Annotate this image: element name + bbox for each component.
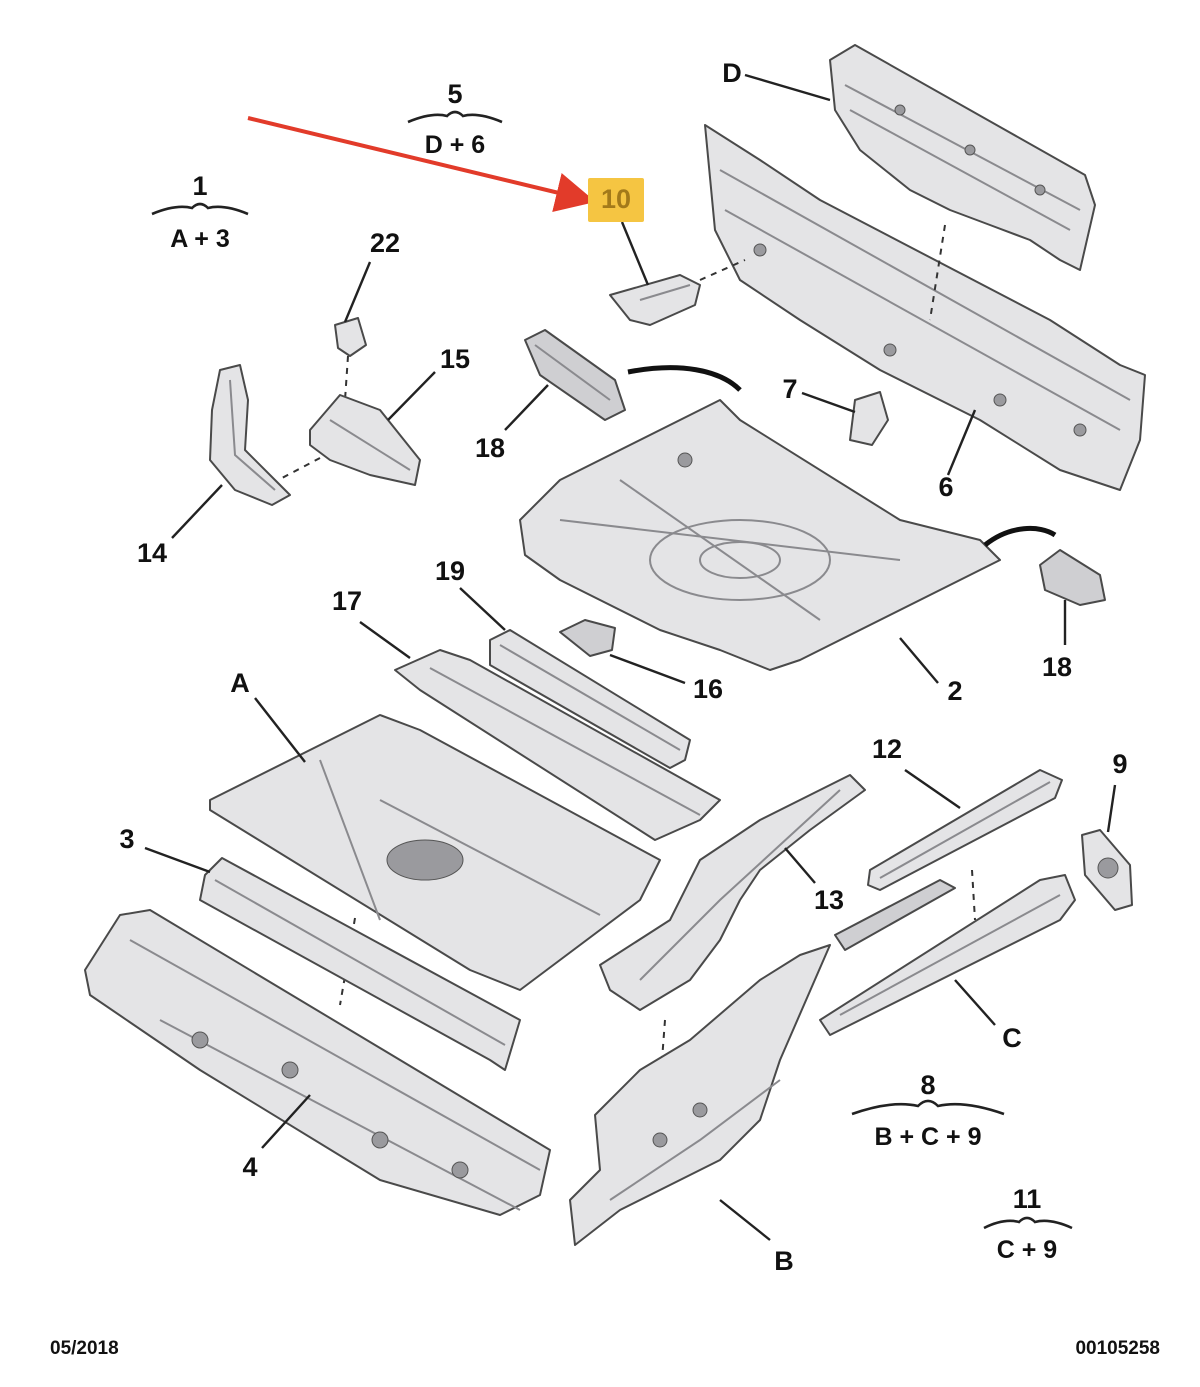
part-7-bracket bbox=[849, 391, 889, 446]
label-19: 19 bbox=[435, 556, 465, 586]
part-b-rear-sill bbox=[569, 944, 831, 1246]
assembly-1-parts: A + 3 bbox=[170, 225, 230, 253]
dash-12-c bbox=[971, 869, 976, 921]
label-18-upper: 18 bbox=[475, 433, 505, 463]
assembly-11: 11 C + 9 bbox=[983, 1184, 1073, 1264]
footer-date: 05/2018 bbox=[50, 1338, 119, 1359]
label-15: 15 bbox=[440, 344, 470, 374]
part-3-crossmember bbox=[199, 857, 521, 1071]
curve-arrow-18a bbox=[627, 365, 742, 392]
label-7: 7 bbox=[782, 374, 797, 404]
part-d-rear-upper-panel bbox=[829, 44, 1096, 271]
part-16-bracket bbox=[559, 619, 616, 657]
part-4-seat-crossmember bbox=[84, 909, 551, 1216]
label-3: 3 bbox=[119, 824, 134, 854]
part-2-rear-floor bbox=[519, 399, 1001, 671]
dash-13-b bbox=[661, 1019, 666, 1061]
assembly-11-parts: C + 9 bbox=[997, 1236, 1057, 1264]
assembly-8-number: 8 bbox=[920, 1070, 935, 1100]
part-19-rail bbox=[489, 629, 691, 769]
assembly-8-parts: B + C + 9 bbox=[875, 1123, 982, 1151]
part-9-fuel-flap bbox=[1081, 829, 1133, 911]
label-17: 17 bbox=[332, 586, 362, 616]
label-14: 14 bbox=[137, 538, 167, 568]
dash-10-6 bbox=[699, 259, 746, 281]
curve-arrow-18b bbox=[983, 525, 1057, 547]
red-pointer-arrow bbox=[247, 116, 596, 212]
label-c: C bbox=[1002, 1023, 1022, 1053]
part-6-rear-panel bbox=[704, 124, 1146, 491]
brace-11 bbox=[983, 1216, 1073, 1230]
part-22-bracket bbox=[334, 317, 367, 357]
label-a: A bbox=[230, 668, 250, 698]
part-13-wheelhouse bbox=[599, 774, 866, 1011]
part-18-crossmember-upper bbox=[524, 329, 626, 421]
label-10: 10 bbox=[601, 184, 631, 214]
part-18-crossmember-right bbox=[1039, 549, 1106, 606]
label-2: 2 bbox=[947, 676, 962, 706]
brace-5 bbox=[407, 110, 503, 124]
leader-lines bbox=[144, 73, 1117, 1241]
label-22: 22 bbox=[370, 228, 400, 258]
assembly-5: 5 D + 6 bbox=[407, 79, 503, 159]
label-d: D bbox=[722, 58, 742, 88]
part-10-bracket bbox=[609, 274, 701, 326]
label-6: 6 bbox=[938, 472, 953, 502]
part-12-sill bbox=[867, 769, 1063, 891]
part-labels: D 10 6 7 22 15 14 18 18 2 16 19 17 A 3 4… bbox=[119, 58, 1127, 1276]
dash-22-15 bbox=[344, 355, 349, 401]
part-17-rail bbox=[394, 649, 721, 841]
assembly-1-number: 1 bbox=[192, 171, 207, 201]
label-4: 4 bbox=[242, 1152, 257, 1182]
assembly-5-parts: D + 6 bbox=[425, 131, 485, 159]
label-16: 16 bbox=[693, 674, 723, 704]
footer-reference: 00105258 bbox=[1075, 1338, 1160, 1359]
label-13: 13 bbox=[814, 885, 844, 915]
assembly-1: 1 A + 3 bbox=[151, 171, 249, 253]
dash-15-14 bbox=[281, 457, 321, 479]
label-12: 12 bbox=[872, 734, 902, 764]
part-14-pillar bbox=[209, 364, 291, 506]
brace-8 bbox=[851, 1099, 1005, 1116]
assembly-11-number: 11 bbox=[1013, 1184, 1042, 1214]
highlight-box-10 bbox=[588, 178, 644, 222]
assembly-5-number: 5 bbox=[447, 79, 462, 109]
label-9: 9 bbox=[1112, 749, 1127, 779]
part-c-side-rail bbox=[819, 874, 1076, 1036]
part-15-support bbox=[309, 394, 421, 486]
brace-1 bbox=[151, 202, 249, 216]
label-b: B bbox=[774, 1246, 794, 1276]
dash-d-6 bbox=[929, 224, 946, 321]
label-18-right: 18 bbox=[1042, 652, 1072, 682]
assembly-8: 8 B + C + 9 bbox=[851, 1070, 1005, 1151]
part-a-front-floor bbox=[209, 714, 661, 991]
